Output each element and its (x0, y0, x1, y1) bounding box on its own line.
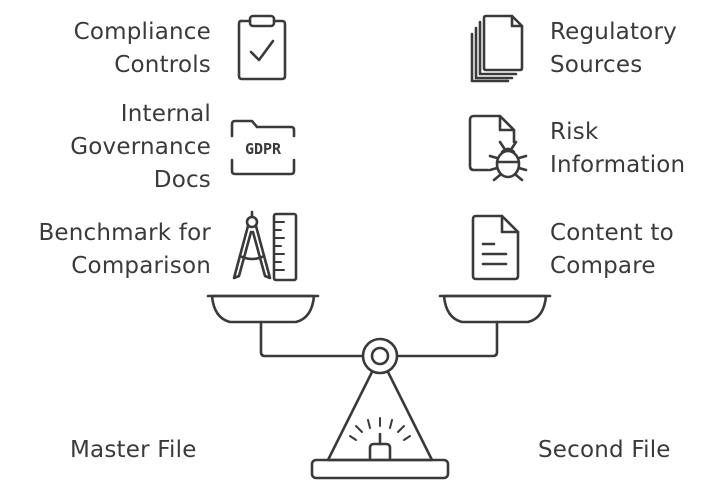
label-second-file: Second File (538, 437, 671, 463)
pivot-outer (361, 337, 399, 375)
scale-base (310, 458, 450, 480)
label-master-file: Master File (70, 437, 197, 463)
gdpr-folder-icon: GDPR (230, 119, 296, 176)
label-line: Governance (70, 134, 211, 160)
label-line: Compliance (73, 19, 211, 45)
label-line: Comparison (71, 253, 211, 279)
label-line: Internal (120, 101, 211, 127)
label-risk-information: Risk Information (550, 116, 685, 182)
right-pan (442, 294, 548, 324)
clipboard-check-icon (237, 14, 287, 81)
label-regulatory-sources: Regulatory Sources (550, 16, 677, 82)
label-benchmark-for-comparison: Benchmark for Comparison (38, 217, 211, 283)
label-line: Compare (550, 253, 656, 279)
label-line: Sources (550, 52, 643, 78)
document-icon (471, 214, 520, 281)
right-arm (396, 320, 499, 358)
pivot-inner (370, 346, 390, 366)
label-line: Risk (550, 119, 599, 145)
gdpr-badge-text: GDPR (245, 140, 282, 158)
label-line: Docs (153, 167, 211, 193)
label-compliance-controls: Compliance Controls (74, 16, 211, 82)
label-internal-governance-docs: Internal Governance Docs (70, 98, 211, 197)
label-line: Information (550, 152, 686, 178)
bug-document-icon (468, 114, 528, 182)
label-line: Content to (550, 220, 674, 246)
left-pan (210, 294, 316, 324)
gauge-needle-base (368, 442, 392, 460)
label-content-to-compare: Content to Compare (550, 217, 674, 283)
label-line: Controls (114, 52, 211, 78)
compass-ruler-icon (232, 210, 298, 282)
left-arm (259, 320, 364, 358)
label-line: Regulatory (550, 19, 677, 45)
label-line: Benchmark for (38, 220, 211, 246)
gauge-ticks (349, 417, 411, 441)
scale-stand (326, 370, 434, 462)
document-stack-icon (470, 14, 524, 83)
